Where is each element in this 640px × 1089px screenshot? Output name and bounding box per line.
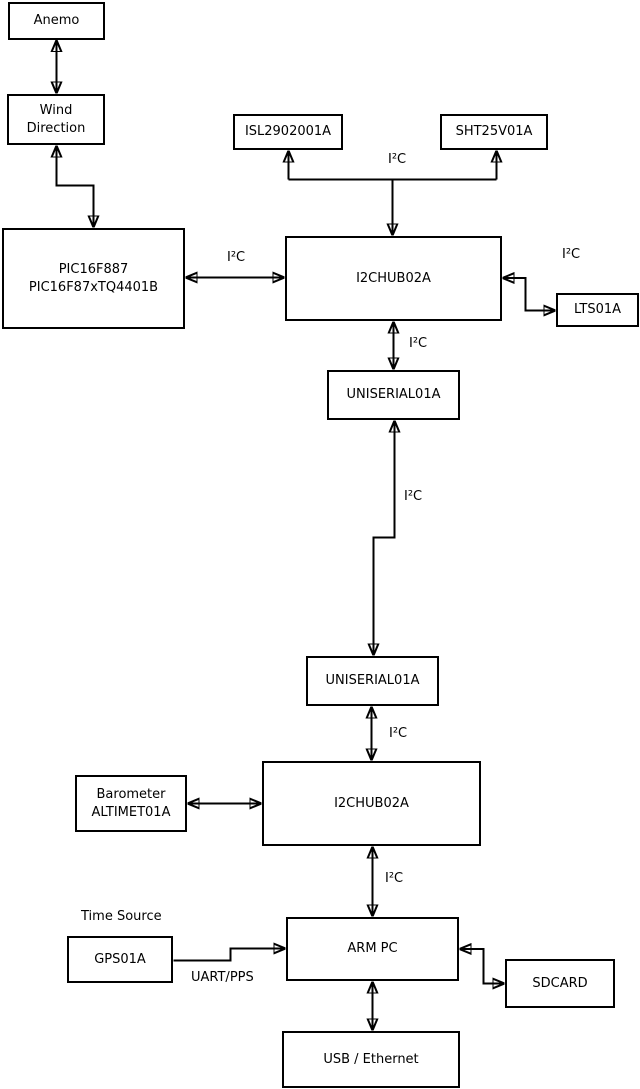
node-pic16f887: PIC16F887 PIC16F87xTQ4401B: [2, 228, 185, 329]
node-isl2902001a: ISL2902001A: [233, 114, 343, 150]
node-barometer-altimet01a-label: Barometer ALTIMET01A: [91, 786, 171, 820]
node-wind-direction: Wind Direction: [7, 94, 105, 145]
node-i2chub02a-2-label: I2CHUB02A: [334, 795, 409, 811]
node-gps01a: GPS01A: [67, 936, 173, 983]
label-i2c-hub1-lts: I²C: [562, 247, 581, 262]
edge-gps-armpc: [173, 949, 286, 962]
edge-armpc-sdcard: [459, 949, 505, 984]
label-i2c-hub2-armpc: I²C: [385, 871, 404, 886]
label-time-source: Time Source: [81, 909, 162, 924]
label-i2c-pic-hub1: I²C: [227, 250, 246, 265]
label-i2c-hub1-uniserial1: I²C: [409, 336, 428, 351]
node-sht25v01a: SHT25V01A: [440, 114, 548, 150]
node-sdcard-label: SDCARD: [532, 975, 588, 991]
node-wind-direction-label: Wind Direction: [26, 102, 86, 136]
node-i2chub02a-1: I2CHUB02A: [285, 236, 502, 321]
label-i2c-bus-top: I²C: [388, 152, 407, 167]
node-isl2902001a-label: ISL2902001A: [244, 124, 332, 139]
node-gps01a-label: GPS01A: [94, 951, 146, 967]
node-uniserial01a-2-label: UNISERIAL01A: [325, 673, 420, 688]
node-uniserial01a-1-label: UNISERIAL01A: [346, 387, 441, 402]
node-i2chub02a-2: I2CHUB02A: [262, 761, 481, 846]
edge-uniserial1-uniserial2: [374, 420, 395, 656]
node-uniserial01a-2: UNISERIAL01A: [306, 656, 439, 706]
label-i2c-uniserial2-hub2: I²C: [389, 726, 408, 741]
node-arm-pc-label: ARM PC: [347, 941, 398, 956]
node-barometer-altimet01a: Barometer ALTIMET01A: [75, 775, 187, 832]
label-uart-pps: UART/PPS: [191, 970, 254, 985]
node-pic16f887-label: PIC16F887 PIC16F87xTQ4401B: [28, 261, 159, 295]
node-lts01a-label: LTS01A: [573, 302, 622, 317]
node-anemo-label: Anemo: [33, 13, 80, 28]
label-i2c-uniserial-link: I²C: [404, 489, 423, 504]
node-i2chub02a-1-label: I2CHUB02A: [356, 270, 431, 286]
node-sht25v01a-label: SHT25V01A: [455, 124, 533, 139]
edge-wind-pic: [57, 145, 94, 228]
node-lts01a: LTS01A: [556, 293, 639, 327]
node-uniserial01a-1: UNISERIAL01A: [327, 370, 460, 420]
node-sdcard: SDCARD: [505, 959, 615, 1008]
node-anemo: Anemo: [8, 2, 105, 40]
node-arm-pc: ARM PC: [286, 917, 459, 981]
node-usb-ethernet: USB / Ethernet: [282, 1031, 460, 1088]
node-usb-ethernet-label: USB / Ethernet: [323, 1051, 419, 1067]
edge-hub1-lts: [502, 278, 556, 311]
